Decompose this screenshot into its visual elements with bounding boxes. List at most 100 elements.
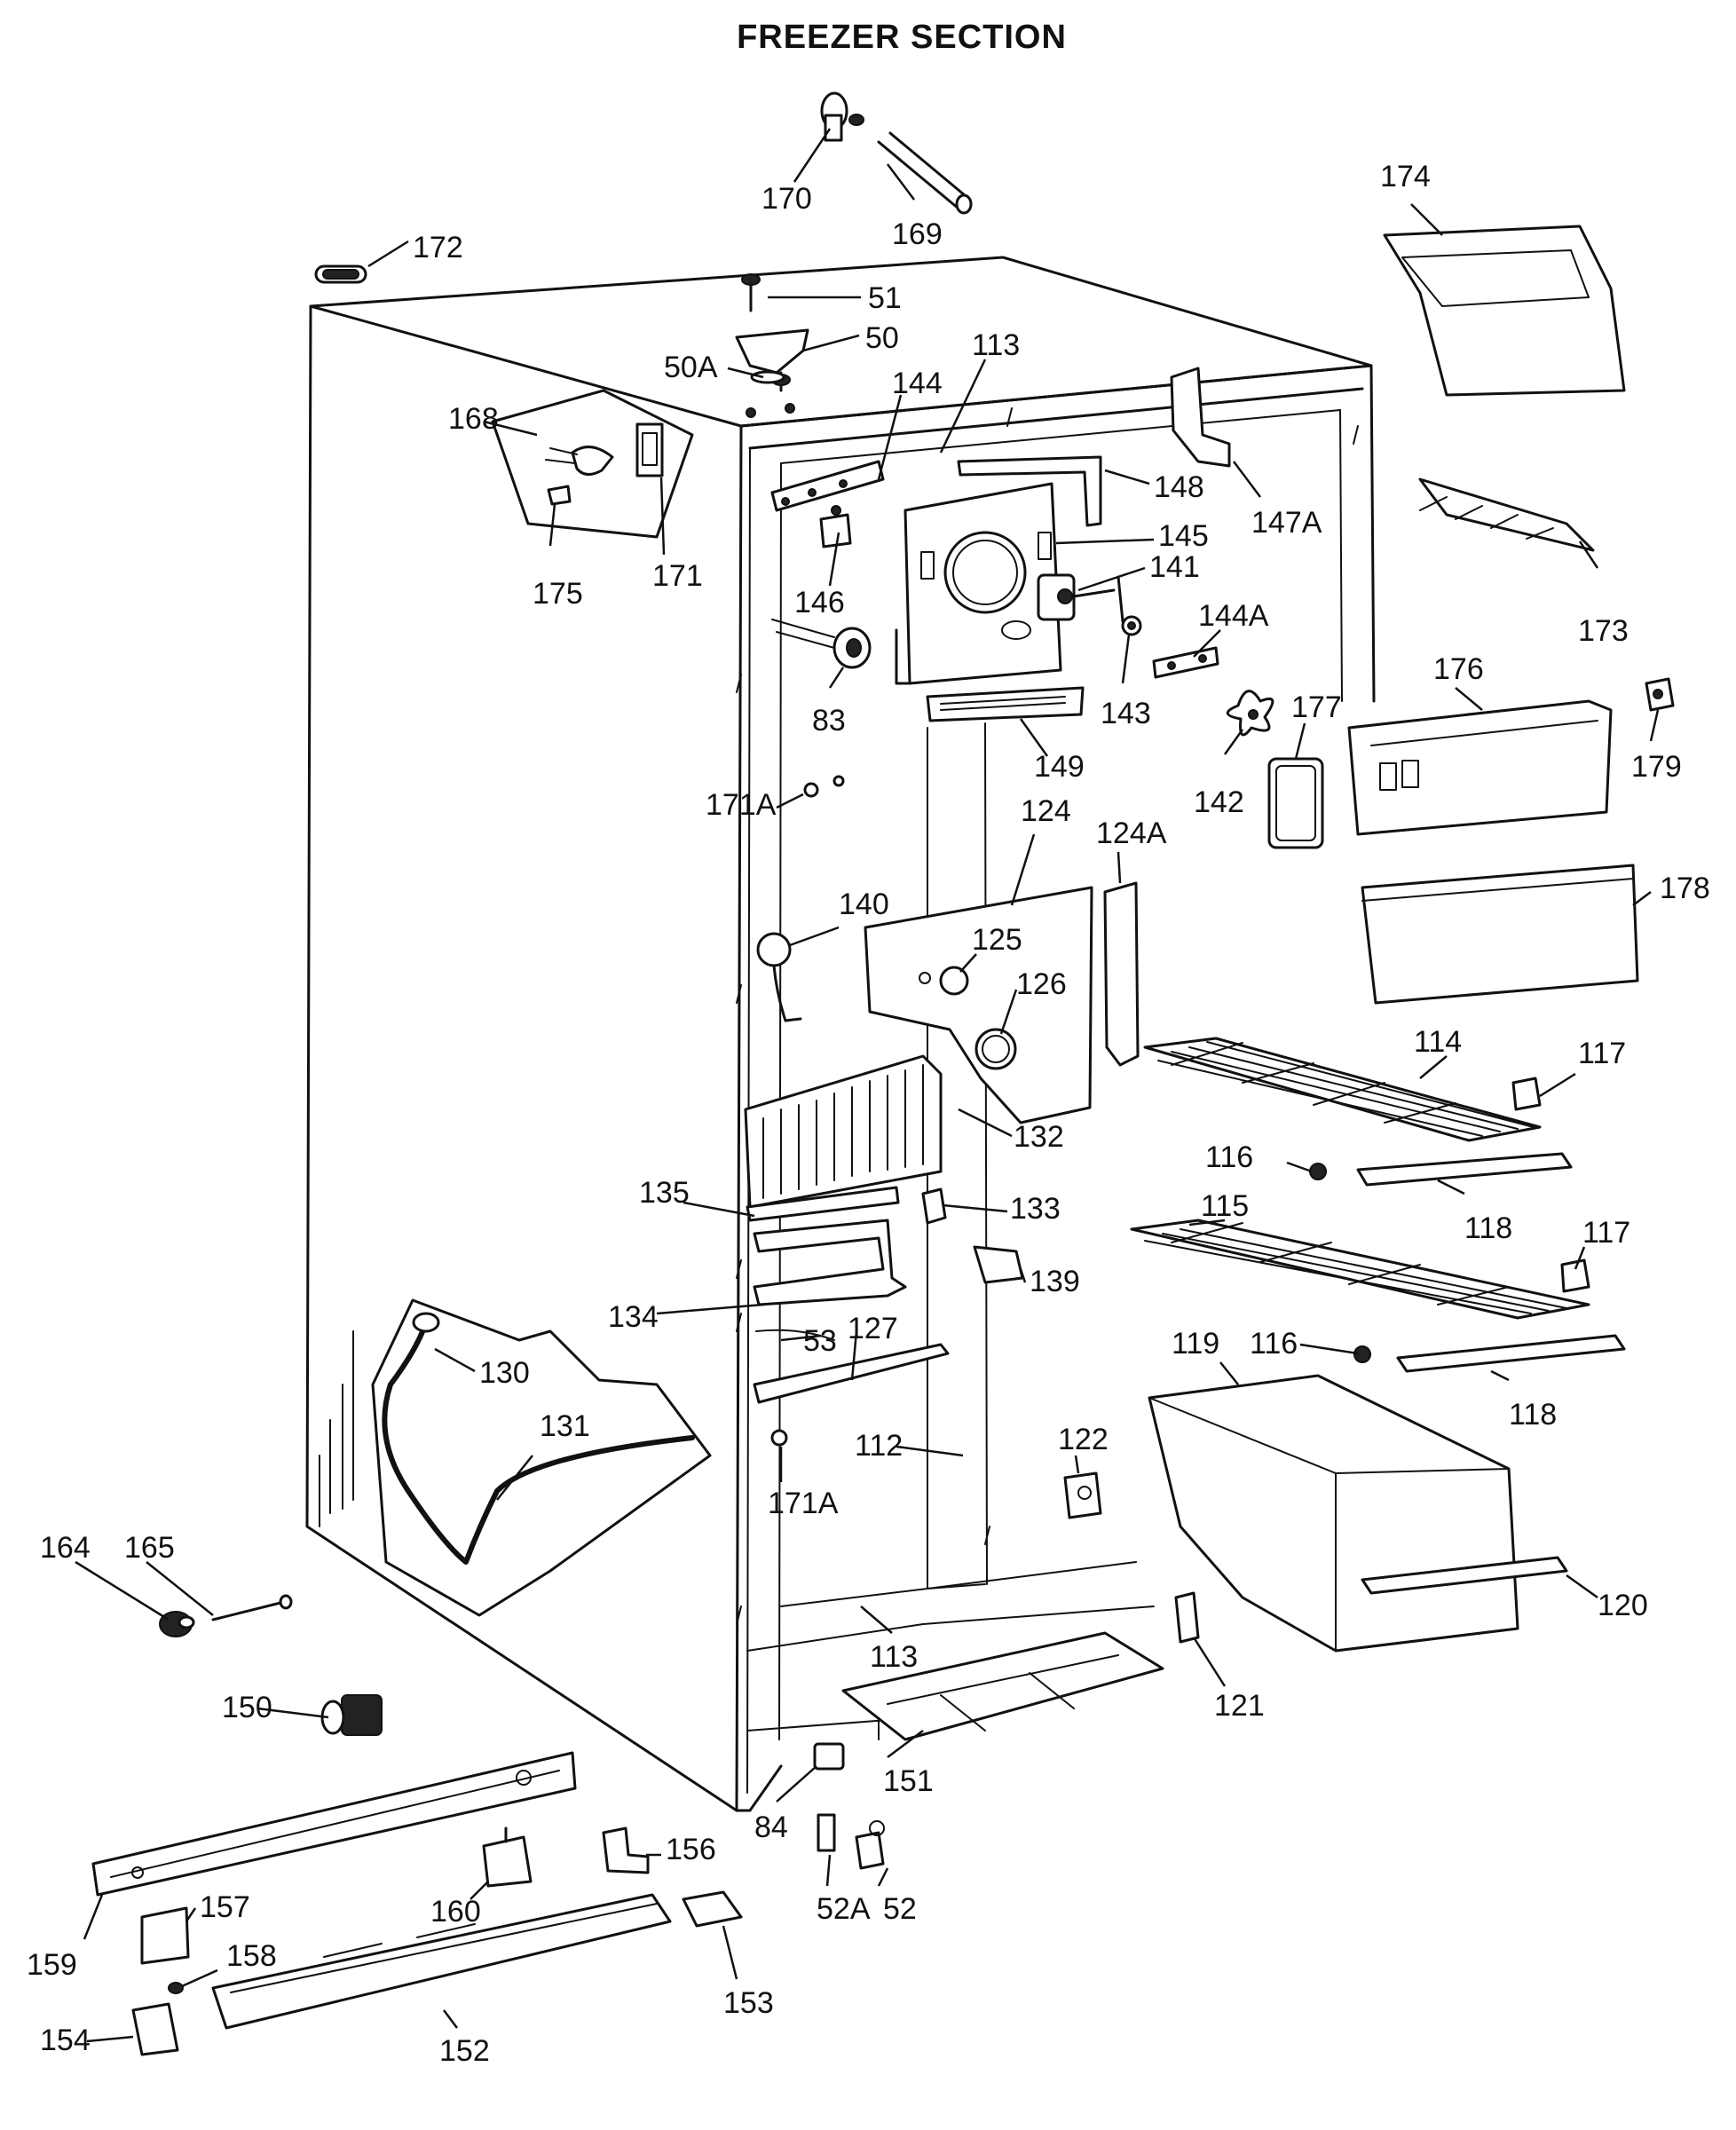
- callout-53: 53: [803, 1324, 837, 1358]
- callout-151: 151: [883, 1764, 934, 1798]
- callout-124A: 124A: [1096, 816, 1167, 850]
- leader-lines: [75, 128, 1660, 2043]
- bracket-144: [770, 460, 885, 512]
- callout-130: 130: [479, 1356, 530, 1390]
- grille-149: [926, 686, 1085, 722]
- callout-121: 121: [1214, 1689, 1265, 1723]
- callout-158: 158: [226, 1939, 277, 1973]
- callout-52A: 52A: [817, 1892, 871, 1926]
- part-146: [819, 505, 852, 548]
- callout-126: 126: [1016, 967, 1067, 1001]
- bracket-153: [682, 1890, 743, 1928]
- callout-83: 83: [812, 704, 846, 738]
- callout-169: 169: [892, 217, 943, 251]
- callout-164: 164: [40, 1531, 91, 1565]
- callout-176: 176: [1433, 652, 1484, 686]
- channel-134: [753, 1219, 907, 1306]
- callout-178: 178: [1660, 872, 1710, 905]
- callout-127: 127: [848, 1312, 898, 1345]
- shelf-114: [1143, 1037, 1542, 1142]
- screw-158: [168, 1982, 184, 1994]
- callout-125: 125: [972, 923, 1022, 957]
- callout-175: 175: [533, 577, 583, 611]
- callout-132: 132: [1014, 1120, 1064, 1154]
- drip-tray-151: [841, 1631, 1164, 1741]
- callout-145: 145: [1158, 519, 1209, 553]
- callout-141: 141: [1149, 550, 1200, 584]
- bracket-157: [140, 1906, 190, 1965]
- callout-50A: 50A: [664, 351, 718, 384]
- callout-131: 131: [540, 1409, 590, 1443]
- callout-171A-lower: 171A: [768, 1487, 839, 1520]
- plug-171A-lower: [770, 1429, 788, 1447]
- bracket-154: [131, 2002, 179, 2056]
- callout-133: 133: [1010, 1192, 1061, 1226]
- callout-139: 139: [1030, 1265, 1080, 1298]
- bracket-144A: [1152, 646, 1219, 679]
- ice-tray-173: [1418, 477, 1595, 552]
- callout-124: 124: [1021, 794, 1071, 828]
- plate-52A: [817, 1813, 836, 1852]
- diagram-title: FREEZER SECTION: [737, 19, 1067, 56]
- rail-159: [91, 1751, 577, 1897]
- foot-150: [320, 1694, 383, 1736]
- callout-170: 170: [761, 182, 812, 216]
- evaporator-132: [744, 1054, 943, 1209]
- callout-144: 144: [892, 367, 943, 400]
- bar-120: [1361, 1556, 1568, 1595]
- callout-120: 120: [1598, 1589, 1648, 1622]
- supports-117: [1511, 1077, 1590, 1293]
- callout-112: 112: [855, 1429, 903, 1463]
- callout-52: 52: [883, 1892, 917, 1926]
- bracket-147A: [1170, 367, 1231, 468]
- clip-121: [1174, 1591, 1200, 1644]
- callout-113-top: 113: [972, 328, 1020, 362]
- callout-115: 115: [1201, 1189, 1249, 1223]
- callout-156: 156: [666, 1833, 716, 1866]
- callout-171: 171: [652, 559, 703, 593]
- bracket-139: [973, 1245, 1024, 1284]
- clip-172: [314, 264, 367, 284]
- callout-114: 114: [1414, 1025, 1462, 1059]
- callout-118-upper: 118: [1464, 1211, 1512, 1245]
- callout-173: 173: [1578, 614, 1629, 648]
- callout-117-upper: 117: [1578, 1037, 1626, 1070]
- panel-178: [1361, 864, 1639, 1005]
- callout-143: 143: [1101, 697, 1151, 730]
- ice-bucket-174: [1383, 225, 1626, 397]
- shelf-115: [1130, 1219, 1590, 1320]
- part-164: [159, 1611, 195, 1637]
- callout-51: 51: [868, 281, 902, 315]
- fan-blade-142: [1226, 690, 1274, 737]
- part-133: [921, 1187, 947, 1225]
- callout-118-lower: 118: [1509, 1398, 1557, 1432]
- part-83: [771, 619, 872, 669]
- hinge-122: [1063, 1471, 1102, 1519]
- callout-168: 168: [448, 402, 499, 436]
- grille-152: [211, 1893, 672, 2030]
- callout-113-bottom: 113: [870, 1640, 918, 1674]
- callout-147A: 147A: [1251, 506, 1322, 540]
- control-housing: [491, 389, 694, 539]
- callout-117-lower: 117: [1582, 1216, 1630, 1250]
- callout-174: 174: [1380, 160, 1431, 193]
- cap-assembly-170: [820, 91, 864, 142]
- plugs-171A-upper: [803, 775, 845, 798]
- callout-50: 50: [865, 321, 899, 355]
- callout-labels: 170 169 172 51 50 50A 113 144 168 171 17…: [27, 160, 1710, 2068]
- grommet-143: [1121, 615, 1142, 636]
- hinge-52: [855, 1820, 885, 1870]
- panel-176: [1347, 699, 1613, 836]
- callout-84: 84: [754, 1810, 788, 1844]
- callout-150: 150: [222, 1691, 272, 1724]
- callout-144A: 144A: [1198, 599, 1269, 633]
- hinge-156: [602, 1826, 650, 1874]
- callout-135: 135: [639, 1176, 690, 1210]
- drain-callout-box: [371, 1298, 712, 1617]
- callout-179: 179: [1631, 750, 1682, 784]
- callout-157: 157: [200, 1890, 250, 1924]
- gasket-177: [1267, 757, 1324, 849]
- callout-146: 146: [794, 586, 845, 619]
- callout-122: 122: [1058, 1423, 1109, 1456]
- screw-51: [741, 273, 761, 312]
